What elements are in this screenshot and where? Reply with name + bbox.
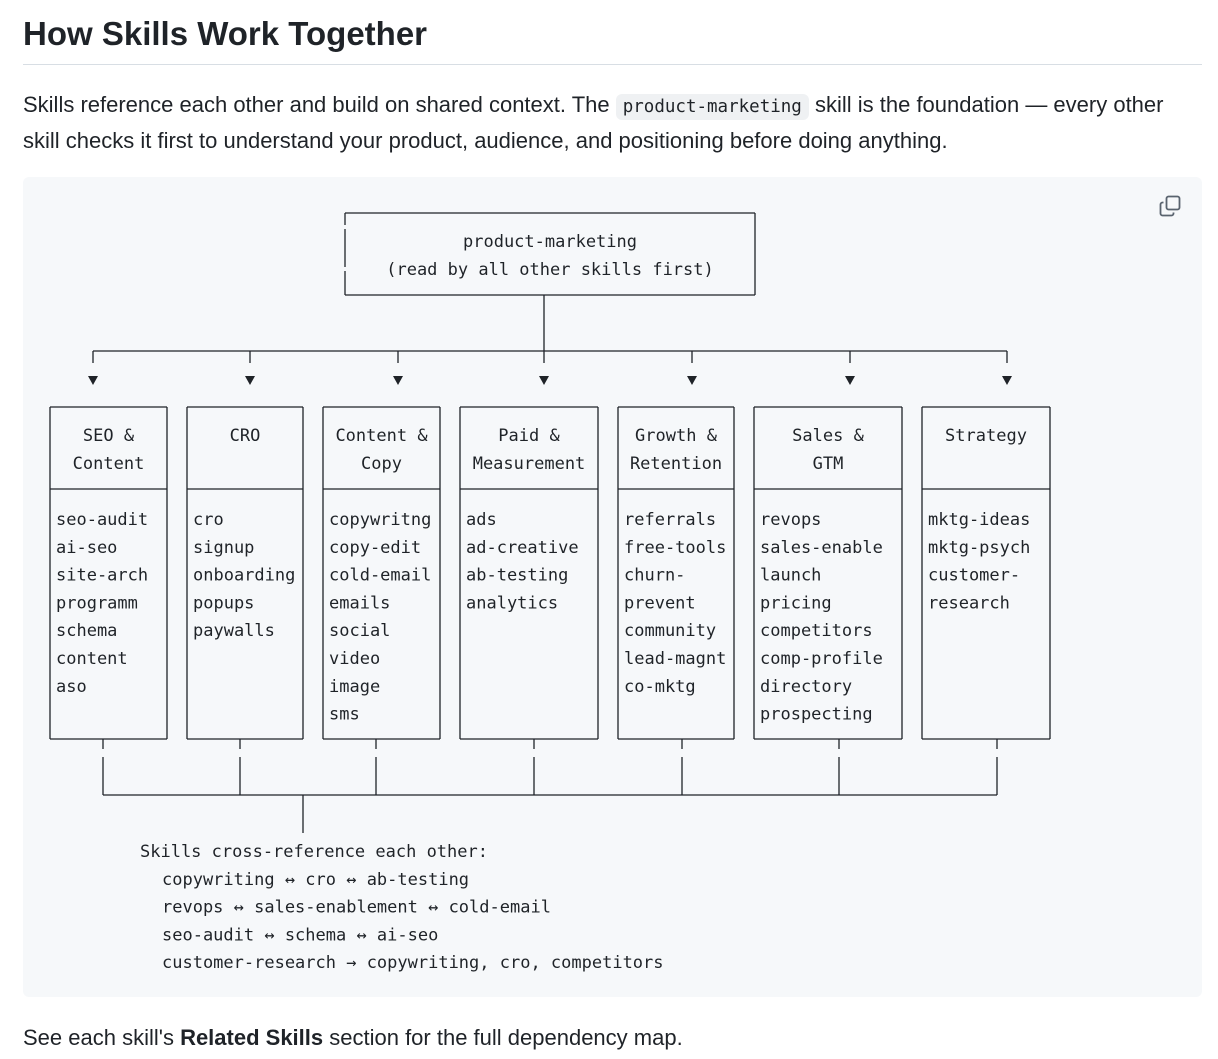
- skill-item: schema: [56, 621, 117, 641]
- heading-divider: [23, 64, 1202, 65]
- skill-item: referrals: [624, 510, 716, 530]
- skill-item: emails: [329, 593, 390, 613]
- category-title: Growth &: [635, 426, 718, 446]
- category-title: GTM: [813, 454, 844, 474]
- skill-item: cold-email: [329, 566, 431, 586]
- skill-item: analytics: [466, 593, 558, 613]
- inline-code-product-marketing: product-marketing: [615, 94, 809, 120]
- arrow-down-icon: [1002, 376, 1012, 385]
- skill-item: comp-profile: [760, 649, 883, 669]
- skill-item: onboarding: [193, 566, 295, 586]
- skill-item: copywritng: [329, 510, 431, 530]
- skill-item: prospecting: [760, 705, 873, 725]
- skill-item: sales-enable: [760, 538, 883, 558]
- arrow-down-icon: [539, 376, 549, 385]
- intro-text-start: Skills reference each other and build on…: [23, 92, 616, 117]
- copy-button[interactable]: [1153, 191, 1187, 225]
- skill-item: sms: [329, 705, 360, 725]
- category-title: Copy: [361, 454, 402, 474]
- copy-icon: [1158, 194, 1182, 223]
- skill-item: ad-creative: [466, 538, 579, 558]
- category-title: Content: [73, 454, 145, 474]
- skill-item: directory: [760, 677, 852, 697]
- skill-item: seo-audit: [56, 510, 148, 530]
- skill-item: competitors: [760, 621, 873, 641]
- skill-item: ai-seo: [56, 538, 117, 558]
- category-title: Measurement: [473, 454, 586, 474]
- cross-ref-line: revops ↔ sales-enablement ↔ cold-email: [162, 898, 551, 918]
- skill-item: pricing: [760, 593, 832, 613]
- category-title: Retention: [630, 454, 722, 474]
- intro-text-end: skill is the foundation — every other sk…: [23, 92, 1164, 153]
- cross-ref-line: seo-audit ↔ schema ↔ ai-seo: [162, 925, 438, 945]
- root-subtitle: (read by all other skills first): [386, 260, 714, 280]
- skill-item: churn-: [624, 566, 685, 586]
- skill-item: ab-testing: [466, 566, 568, 586]
- skill-item: image: [329, 677, 380, 697]
- arrow-down-icon: [845, 376, 855, 385]
- intro-paragraph: Skills reference each other and build on…: [23, 88, 1203, 158]
- skill-item: paywalls: [193, 621, 275, 641]
- outro-paragraph: See each skill's Related Skills section …: [23, 1021, 683, 1055]
- category-title: SEO &: [83, 426, 135, 446]
- outro-text-start: See each skill's: [23, 1025, 181, 1050]
- arrow-down-icon: [88, 376, 98, 385]
- code-block: product-marketing (read by all other skil…: [23, 177, 1202, 997]
- skill-item: launch: [760, 566, 821, 586]
- skill-item: co-mktg: [624, 677, 696, 697]
- arrow-down-icon: [687, 376, 697, 385]
- outro-text-end: section for the full dependency map.: [323, 1025, 683, 1050]
- skill-item: revops: [760, 510, 821, 530]
- arrow-down-icon: [393, 376, 403, 385]
- skill-item: video: [329, 649, 380, 669]
- skill-item: community: [624, 621, 716, 641]
- skills-diagram: product-marketing (read by all other skil…: [49, 212, 1051, 973]
- skill-item: lead-magnt: [624, 649, 726, 669]
- skill-item: aso: [56, 677, 87, 697]
- skill-item: content: [56, 649, 128, 669]
- cross-ref-title: Skills cross-reference each other:: [140, 842, 488, 862]
- category-title: CRO: [230, 426, 261, 446]
- skill-item: programm: [56, 593, 138, 613]
- skill-item: popups: [193, 593, 254, 613]
- skill-item: prevent: [624, 593, 696, 613]
- category-title: Strategy: [945, 426, 1027, 446]
- skill-item: copy-edit: [329, 538, 421, 558]
- section-heading: How Skills Work Together: [23, 15, 428, 52]
- skill-item: mktg-ideas: [928, 510, 1030, 530]
- cross-ref-line: customer-research → copywriting, cro, co…: [162, 953, 664, 973]
- arrow-down-icon: [245, 376, 255, 385]
- cross-ref-line: copywriting ↔ cro ↔ ab-testing: [162, 870, 469, 890]
- skill-item: cro: [193, 510, 224, 530]
- root-title: product-marketing: [463, 232, 637, 252]
- skill-item: social: [329, 621, 390, 641]
- skill-item: signup: [193, 538, 254, 558]
- skill-item: site-arch: [56, 566, 148, 586]
- category-title: Paid &: [498, 426, 560, 446]
- skill-item: ads: [466, 510, 497, 530]
- related-skills-bold: Related Skills: [180, 1025, 324, 1050]
- skill-item: customer-: [928, 566, 1020, 586]
- skill-item: free-tools: [624, 538, 726, 558]
- category-title: Sales &: [792, 426, 864, 446]
- skill-item: mktg-psych: [928, 538, 1030, 558]
- skill-item: research: [928, 593, 1010, 613]
- category-title: Content &: [335, 426, 428, 446]
